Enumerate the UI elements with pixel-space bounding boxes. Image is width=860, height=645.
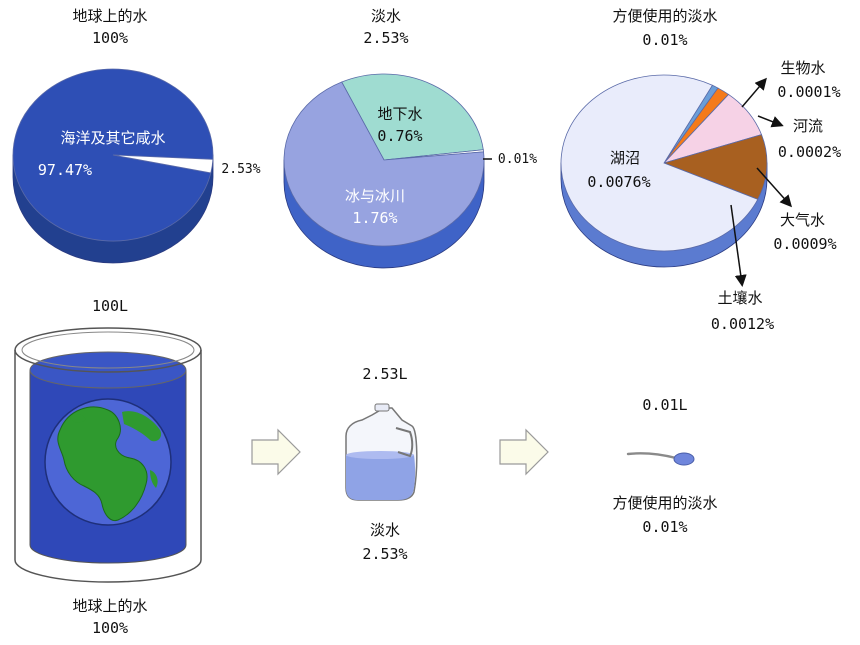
pie3-slice-value-lake: 0.0076% bbox=[587, 173, 651, 191]
pie3-slice-label-atmos: 大气水 bbox=[779, 211, 825, 229]
pie2-slice-value-ground: 0.76% bbox=[377, 127, 423, 145]
pie2-title: 淡水 bbox=[370, 7, 401, 25]
earth-cylinder-illustration bbox=[14, 327, 202, 583]
pie1-slice-fresh bbox=[112, 154, 214, 174]
spoon-pct-label: 0.01% bbox=[642, 518, 688, 536]
jug-volume-label: 2.53L bbox=[362, 365, 408, 383]
pie2-slice-value-ice: 1.76% bbox=[352, 209, 398, 227]
pie3-slice-label-bio: 生物水 bbox=[780, 59, 826, 77]
pie3-slice-lake bbox=[560, 74, 759, 252]
globe-icon bbox=[44, 398, 172, 526]
pie3-slice-value-soil: 0.0012% bbox=[710, 315, 775, 333]
spoon-icon bbox=[626, 452, 695, 466]
pie2-total-label: 2.53% bbox=[363, 29, 409, 47]
pie1-total-label: 100% bbox=[91, 29, 129, 47]
pie1-slice-value-fresh: 2.53% bbox=[221, 162, 261, 177]
pie3-slice-label-soil: 土壤水 bbox=[717, 289, 763, 307]
jug-icon bbox=[345, 403, 418, 501]
leader-lines bbox=[483, 77, 792, 287]
pie3-slice-label-lake: 湖沼 bbox=[609, 149, 640, 167]
pie3-slice-label-river: 河流 bbox=[792, 117, 823, 135]
pie2-slice-ground bbox=[341, 73, 484, 161]
pie3-slice-value-river: 0.0002% bbox=[777, 143, 842, 161]
arrow-right-icon bbox=[251, 428, 301, 476]
pie3-slice-value-atmos: 0.0009% bbox=[773, 235, 837, 253]
pie1-slice-label-ocean: 海洋及其它咸水 bbox=[60, 129, 166, 147]
earth-name-label: 地球上的水 bbox=[72, 597, 148, 615]
pie1-slice-value-ocean: 97.47% bbox=[37, 161, 93, 179]
pie3-title: 方便使用的淡水 bbox=[612, 7, 718, 25]
pie3-slice-value-bio: 0.0001% bbox=[777, 83, 841, 101]
arrow-right-icon bbox=[499, 428, 549, 476]
leader-line-soil bbox=[730, 204, 747, 287]
earth-pct-label: 100% bbox=[91, 619, 129, 637]
pie2-slice-value-tiny: 0.01% bbox=[497, 152, 538, 167]
spoon-name-label: 方便使用的淡水 bbox=[612, 494, 718, 512]
jug-pct-label: 2.53% bbox=[362, 545, 408, 563]
spoon-volume-label: 0.01L bbox=[642, 396, 688, 414]
pie3-slice-soil bbox=[662, 134, 768, 200]
leader-line-atmos bbox=[756, 167, 792, 208]
earth-volume-label: 100L bbox=[91, 297, 129, 315]
pie3-total-label: 0.01% bbox=[642, 31, 688, 49]
pie1-title: 地球上的水 bbox=[72, 7, 148, 25]
pie2-slice-ice bbox=[283, 81, 485, 247]
leader-line-river bbox=[757, 115, 784, 128]
pie2-slice-label-ice: 冰与冰川 bbox=[344, 187, 405, 205]
pie2-slice-label-ground: 地下水 bbox=[377, 105, 423, 123]
leader-line-bio bbox=[741, 77, 767, 108]
jug-name-label: 淡水 bbox=[369, 521, 400, 539]
